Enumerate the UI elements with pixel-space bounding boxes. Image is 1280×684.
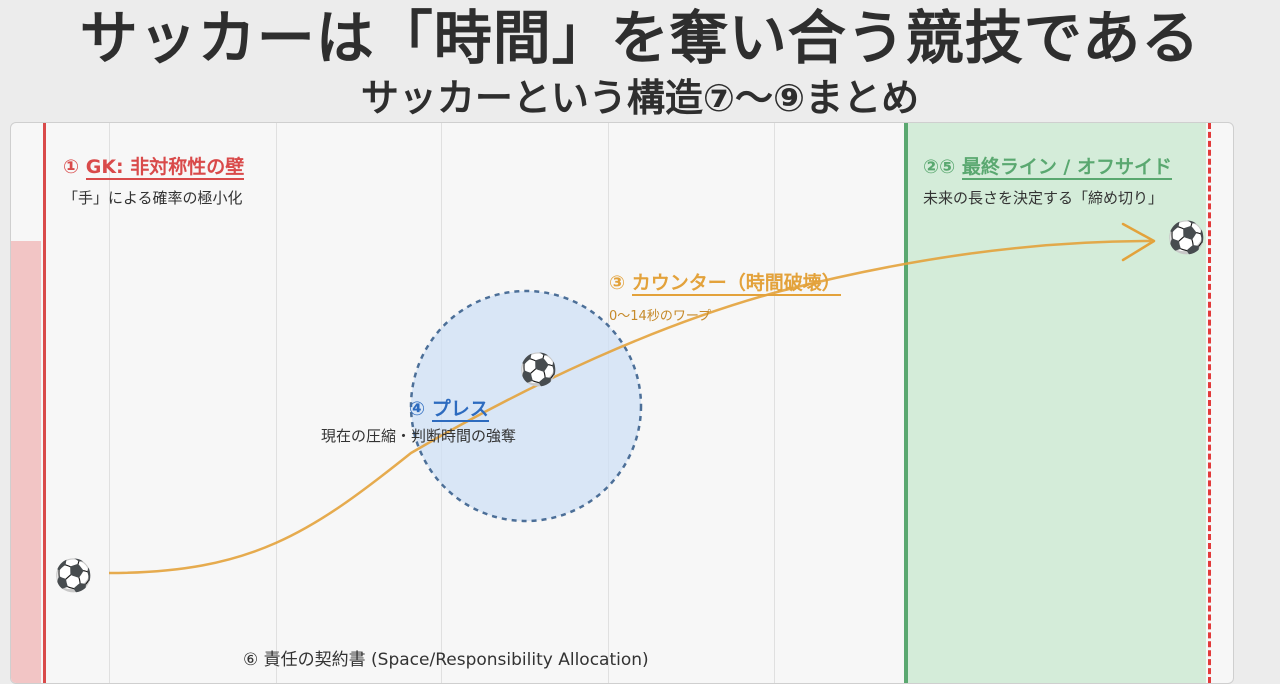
ball-icon: ⚽ (54, 558, 93, 594)
grid-line (774, 123, 775, 683)
press-title: プレス (431, 398, 489, 422)
contract-caption: ⑥ 責任の契約書 (Space/Responsibility Allocatio… (243, 650, 649, 670)
ball-icon: ⚽ (1167, 220, 1206, 256)
arrow-head-icon (1121, 222, 1156, 262)
final-line-title: 最終ライン / オフサイド (961, 156, 1172, 180)
press-description: 現在の圧縮・判断時間の強奪 (321, 427, 517, 445)
gk-title: GK: 非対称性の壁 (85, 156, 245, 180)
gk-number: ① (63, 156, 80, 178)
counter-number: ③ (609, 272, 626, 294)
counter-trajectory (108, 239, 1152, 575)
press-number: ④ (409, 398, 426, 420)
press-label: ④ プレス (409, 394, 489, 422)
gk-label: ① GK: 非対称性の壁 (63, 152, 245, 180)
final-line-number: ②⑤ (923, 156, 956, 178)
offside-line (1208, 123, 1211, 683)
diagram-overlay (108, 222, 1156, 575)
main-title: サッカーは「時間」を奪い合う競技である (79, 4, 1201, 72)
final-line-description: 未来の長さを決定する「締め切り」 (923, 189, 1164, 207)
pitch-diagram: ① GK: 非対称性の壁 「手」による確率の極小化 ②⑤ 最終ライン / オフサ… (10, 122, 1234, 684)
press-zone-circle (409, 289, 643, 523)
final-line-zone (906, 123, 1206, 683)
grid-line (276, 123, 277, 683)
counter-label: ③ カウンター（時間破壊） (609, 268, 841, 296)
final-line-label: ②⑤ 最終ライン / オフサイド (923, 152, 1172, 180)
gk-description: 「手」による確率の極小化 (63, 189, 243, 207)
grid-line (109, 123, 110, 683)
final-defensive-line (904, 123, 908, 683)
counter-title: カウンター（時間破壊） (631, 272, 841, 296)
gk-zone-band (11, 241, 41, 683)
counter-description: 0〜14秒のワープ (609, 309, 712, 324)
ball-icon: ⚽ (519, 352, 558, 388)
goal-line (43, 123, 46, 683)
subtitle: サッカーという構造⑦〜⑨まとめ (360, 76, 920, 120)
